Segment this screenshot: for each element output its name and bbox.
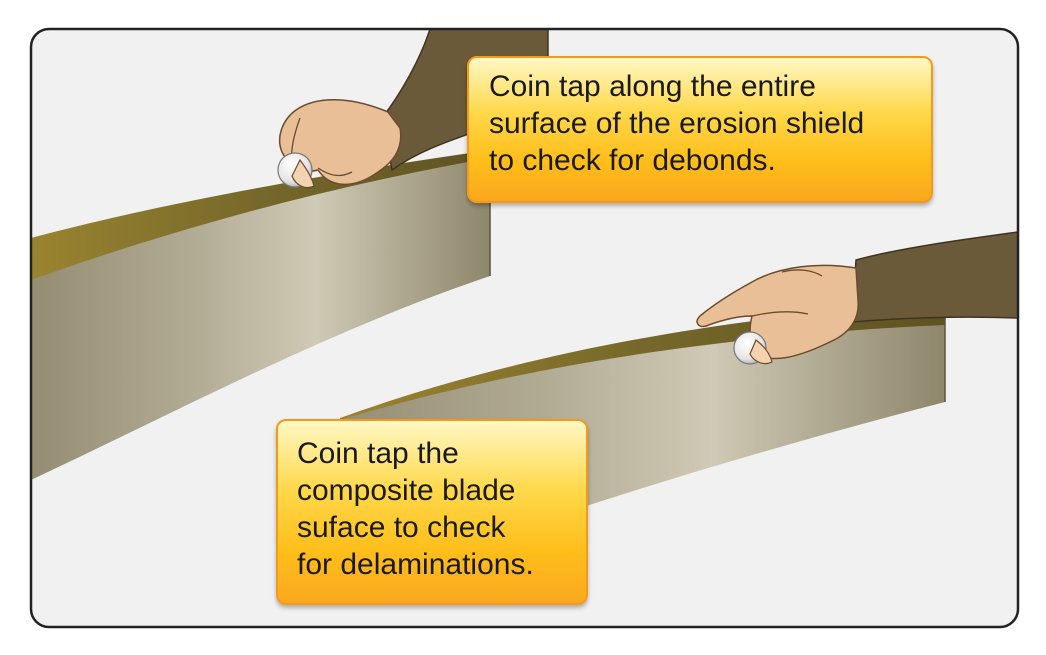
panel-border <box>29 27 1020 629</box>
callout-composite-blade-line-2: composite blade <box>297 474 516 507</box>
callout-erosion-shield-line-1: Coin tap along the entire <box>489 70 816 103</box>
callout-composite-blade-line-3: suface to check <box>297 511 506 544</box>
upper-blade-face <box>31 156 490 480</box>
upper-erosion-shield <box>31 150 490 280</box>
callout-composite-blade-line-4: for delaminations. <box>297 548 534 581</box>
hand-holding-coin-icon-lower <box>696 264 859 365</box>
callout-erosion-shield-line-2: surface of the erosion shield <box>489 107 865 140</box>
callout-composite-blade: Coin tap the composite blade suface to c… <box>276 419 588 605</box>
callout-erosion-shield: Coin tap along the entire surface of the… <box>467 56 933 203</box>
callout-erosion-shield-line-3: to check for debonds. <box>489 144 776 177</box>
callout-composite-blade-line-1: Coin tap the <box>297 437 459 470</box>
hand-holding-coin-icon <box>277 99 402 189</box>
